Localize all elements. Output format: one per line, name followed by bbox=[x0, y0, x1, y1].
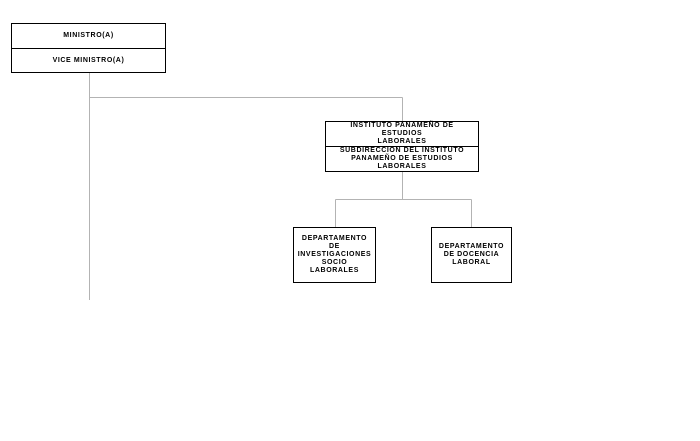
instituto-title: INSTITUTO PANAMEÑO DE ESTUDIOS LABORALES bbox=[350, 122, 454, 145]
depto-investigaciones-label: DEPARTAMENTO DE INVESTIGACIONES SOCIO LA… bbox=[297, 235, 372, 274]
ministro-title: MINISTRO(A) bbox=[63, 32, 114, 39]
subdireccion-title: SUBDIRECCION DEL INSTITUTO PANAMEÑO DE E… bbox=[326, 146, 478, 171]
depto-investigaciones-box: DEPARTAMENTO DE INVESTIGACIONES SOCIO LA… bbox=[293, 227, 376, 283]
ministro-box: MINISTRO(A) VICE MINISTRO(A) bbox=[11, 23, 166, 73]
instituto-box: INSTITUTO PANAMEÑO DE ESTUDIOS LABORALES… bbox=[325, 121, 479, 172]
depto-docencia-label: DEPARTAMENTO DE DOCENCIA LABORAL bbox=[438, 243, 505, 266]
vice-ministro-title: VICE MINISTRO(A) bbox=[12, 48, 165, 72]
depto-docencia-box: DEPARTAMENTO DE DOCENCIA LABORAL bbox=[431, 227, 512, 283]
